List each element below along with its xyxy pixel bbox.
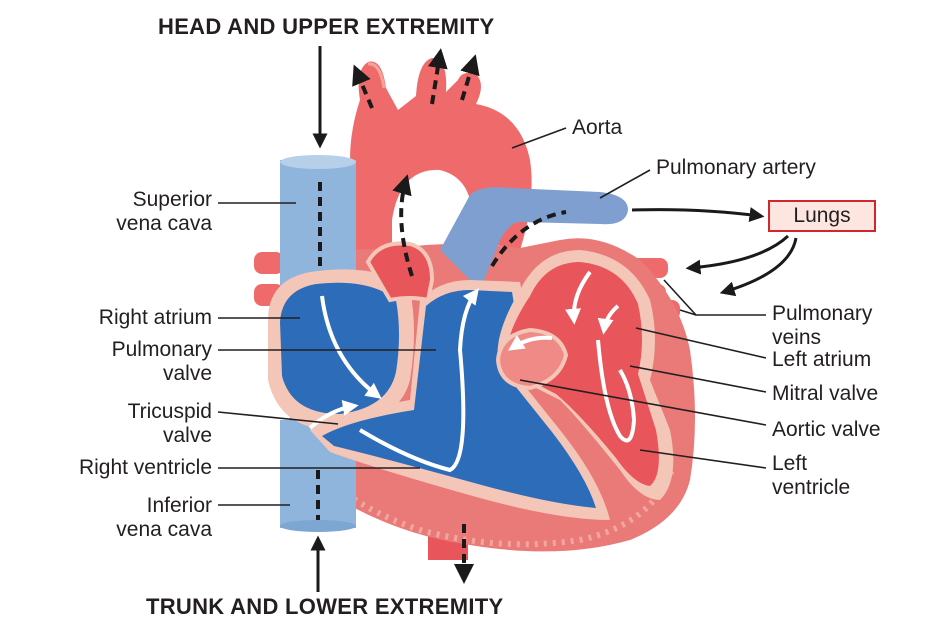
label-aorta: Aorta — [572, 116, 622, 140]
label-lungs: Lungs — [768, 200, 876, 232]
label-left-ventricle: Left ventricle — [772, 452, 850, 500]
arrow-from-lungs-1 — [690, 236, 788, 268]
label-tricuspid-valve: Tricuspid valve — [40, 400, 212, 448]
top-title: HEAD AND UPPER EXTREMITY — [158, 14, 494, 40]
label-superior-vena-cava: Superior vena cava — [40, 188, 212, 236]
label-pulmonary-valve: Pulmonary valve — [40, 338, 212, 386]
label-aortic-valve: Aortic valve — [772, 418, 881, 442]
arrow-from-lungs-2 — [724, 238, 796, 292]
label-mitral-valve: Mitral valve — [772, 382, 878, 406]
label-pulmonary-veins: Pulmonary veins — [772, 302, 872, 350]
label-pulmonary-artery: Pulmonary artery — [656, 156, 816, 180]
arrow-to-lungs — [632, 210, 760, 216]
label-inferior-vena-cava: Inferior vena cava — [40, 494, 212, 542]
bottom-title: TRUNK AND LOWER EXTREMITY — [146, 594, 503, 620]
label-right-ventricle: Right ventricle — [4, 456, 212, 480]
label-right-atrium: Right atrium — [20, 306, 212, 330]
label-left-atrium: Left atrium — [772, 348, 871, 372]
